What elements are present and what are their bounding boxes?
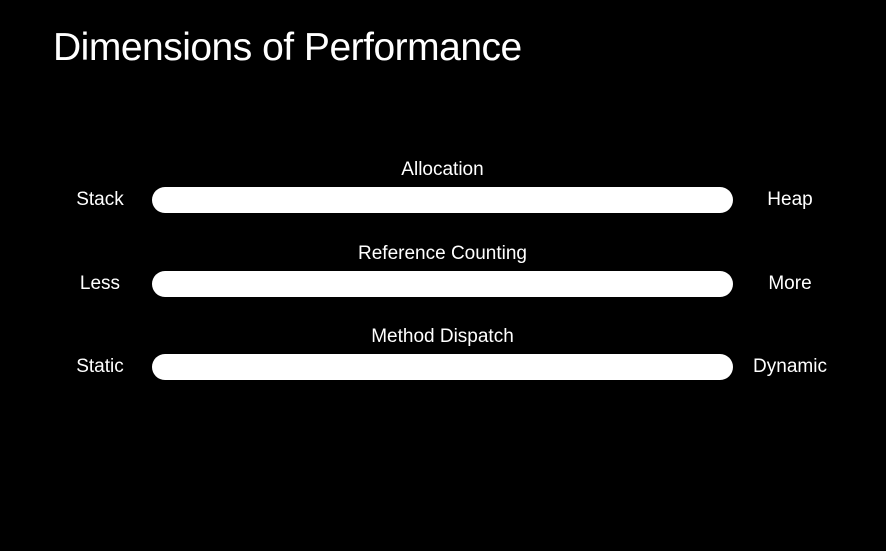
dimension-label: Reference Counting [358, 243, 527, 264]
dimension-bar [152, 271, 733, 297]
dimension-method-dispatch: Method Dispatch Static Dynamic [0, 325, 886, 385]
dimension-left-label: Static [76, 356, 124, 377]
slide-title: Dimensions of Performance [53, 26, 522, 69]
dimension-right-label: Heap [767, 189, 813, 210]
dimension-left-label: Stack [76, 189, 124, 210]
dimension-right-label: More [768, 273, 812, 294]
dimension-reference-counting: Reference Counting Less More [0, 242, 886, 302]
dimension-left-label: Less [79, 273, 121, 294]
dimension-bar [152, 187, 733, 213]
dimension-bar [152, 354, 733, 380]
dimension-label: Allocation [401, 159, 484, 180]
dimension-right-label: Dynamic [753, 356, 827, 377]
dimension-label: Method Dispatch [371, 326, 514, 347]
dimension-allocation: Allocation Stack Heap [0, 158, 886, 218]
